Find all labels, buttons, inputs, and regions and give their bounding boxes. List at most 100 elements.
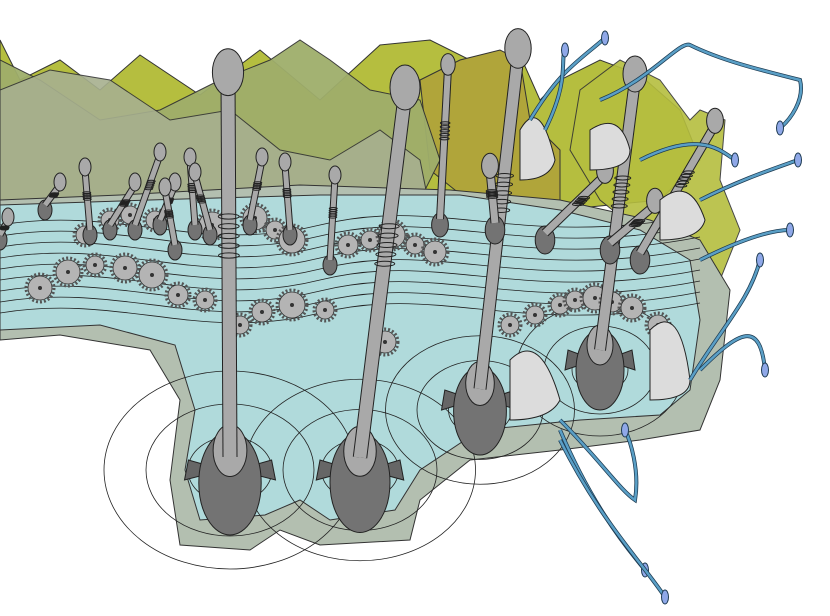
cable	[559, 419, 638, 503]
stalk	[0, 207, 15, 251]
stalk-coil	[195, 194, 205, 198]
stalk-coil	[376, 242, 398, 248]
stalk-coil	[217, 223, 240, 230]
gear-teeth	[497, 312, 523, 338]
inner-tissue	[0, 194, 701, 521]
gear-teeth	[52, 256, 84, 288]
gear-hub	[433, 250, 437, 254]
gear-teeth	[164, 281, 192, 309]
gear-teeth	[402, 232, 428, 258]
stalk-coil	[610, 203, 628, 209]
stalk-coil	[377, 232, 399, 239]
stalk-bulb	[278, 152, 292, 172]
gear-teeth	[192, 287, 218, 313]
gear-hub	[66, 270, 70, 274]
stalk	[242, 147, 269, 236]
stalk-coil	[577, 195, 591, 200]
cable	[699, 335, 767, 371]
cable-tip	[794, 152, 802, 168]
gear-teeth	[617, 293, 647, 323]
stalk-coil	[0, 225, 10, 229]
gear-hub	[346, 243, 350, 247]
contour-line	[0, 236, 701, 258]
cable-tip	[731, 152, 739, 168]
gear-hub	[533, 313, 537, 317]
stalk	[431, 53, 456, 238]
stalk-coil	[576, 197, 589, 202]
gear-hub	[260, 310, 264, 314]
cable-tip	[761, 362, 769, 378]
gear-teeth	[248, 298, 276, 326]
stalk-bulb	[255, 147, 269, 167]
stalk-bulb	[440, 53, 456, 76]
contour-line	[0, 269, 701, 291]
stalk-coil	[328, 206, 338, 210]
membrane-fold	[659, 190, 706, 241]
stalk-bulb	[158, 177, 172, 197]
gear-hub	[176, 293, 180, 297]
stalk	[278, 152, 298, 246]
gear-hub	[38, 286, 42, 290]
stalk-coil	[439, 136, 450, 141]
gear-teeth	[227, 312, 253, 338]
stalk-coil	[612, 189, 630, 195]
stalk	[599, 187, 664, 265]
gear-hub	[93, 263, 97, 267]
stalk-coil	[375, 251, 397, 258]
stalk-shaft	[327, 177, 338, 261]
cable	[599, 43, 803, 129]
stalk-bulb	[153, 142, 167, 162]
stalk	[183, 48, 277, 536]
stalk	[315, 64, 421, 533]
stalk-shaft	[595, 79, 640, 351]
gear-teeth	[135, 258, 169, 292]
stalk-coil	[439, 129, 451, 133]
cable	[699, 158, 799, 202]
gear-hub	[573, 298, 577, 302]
gear-hub	[290, 303, 294, 307]
stalk-bulb	[328, 165, 342, 185]
gear-hub	[238, 323, 242, 327]
stalk	[37, 172, 67, 221]
stalk-coil	[439, 121, 451, 125]
stalk-bulb	[504, 28, 532, 69]
gear-teeth	[24, 272, 56, 304]
gear-hub	[273, 228, 277, 232]
stalk-coil	[613, 182, 631, 188]
gear-teeth	[275, 223, 309, 257]
cable-tip	[776, 120, 784, 136]
stalk-coil	[678, 177, 692, 181]
stalk-coil	[485, 190, 498, 195]
gear-teeth	[82, 252, 108, 278]
stalk-bulb	[389, 64, 421, 111]
stalk-bulb	[128, 172, 142, 192]
stalk-coil	[164, 209, 173, 213]
stalk-coil	[253, 181, 263, 185]
gear-teeth	[312, 297, 338, 323]
cable	[528, 37, 606, 121]
stalk-coil	[217, 242, 240, 249]
contour-line	[0, 247, 701, 269]
cable	[639, 142, 736, 162]
cable-tip	[561, 42, 569, 58]
cable-tip	[756, 252, 764, 268]
stalk-coil	[571, 202, 585, 207]
stalk-bulb	[211, 48, 245, 97]
gear-hub	[508, 323, 512, 327]
stalk	[158, 177, 183, 261]
stalk	[78, 157, 98, 246]
stalk-coil	[218, 252, 240, 259]
stalk	[322, 165, 342, 276]
gear-hub	[323, 308, 327, 312]
stalk-bulb	[53, 172, 67, 192]
stalk-coil	[82, 191, 92, 195]
stalk-coil	[677, 180, 690, 185]
stalk-coil	[282, 188, 292, 191]
gear-teeth	[275, 288, 309, 322]
stalk-bulb	[481, 152, 499, 179]
cable	[688, 259, 762, 381]
stalk	[127, 142, 167, 241]
gear-hub	[150, 273, 154, 277]
